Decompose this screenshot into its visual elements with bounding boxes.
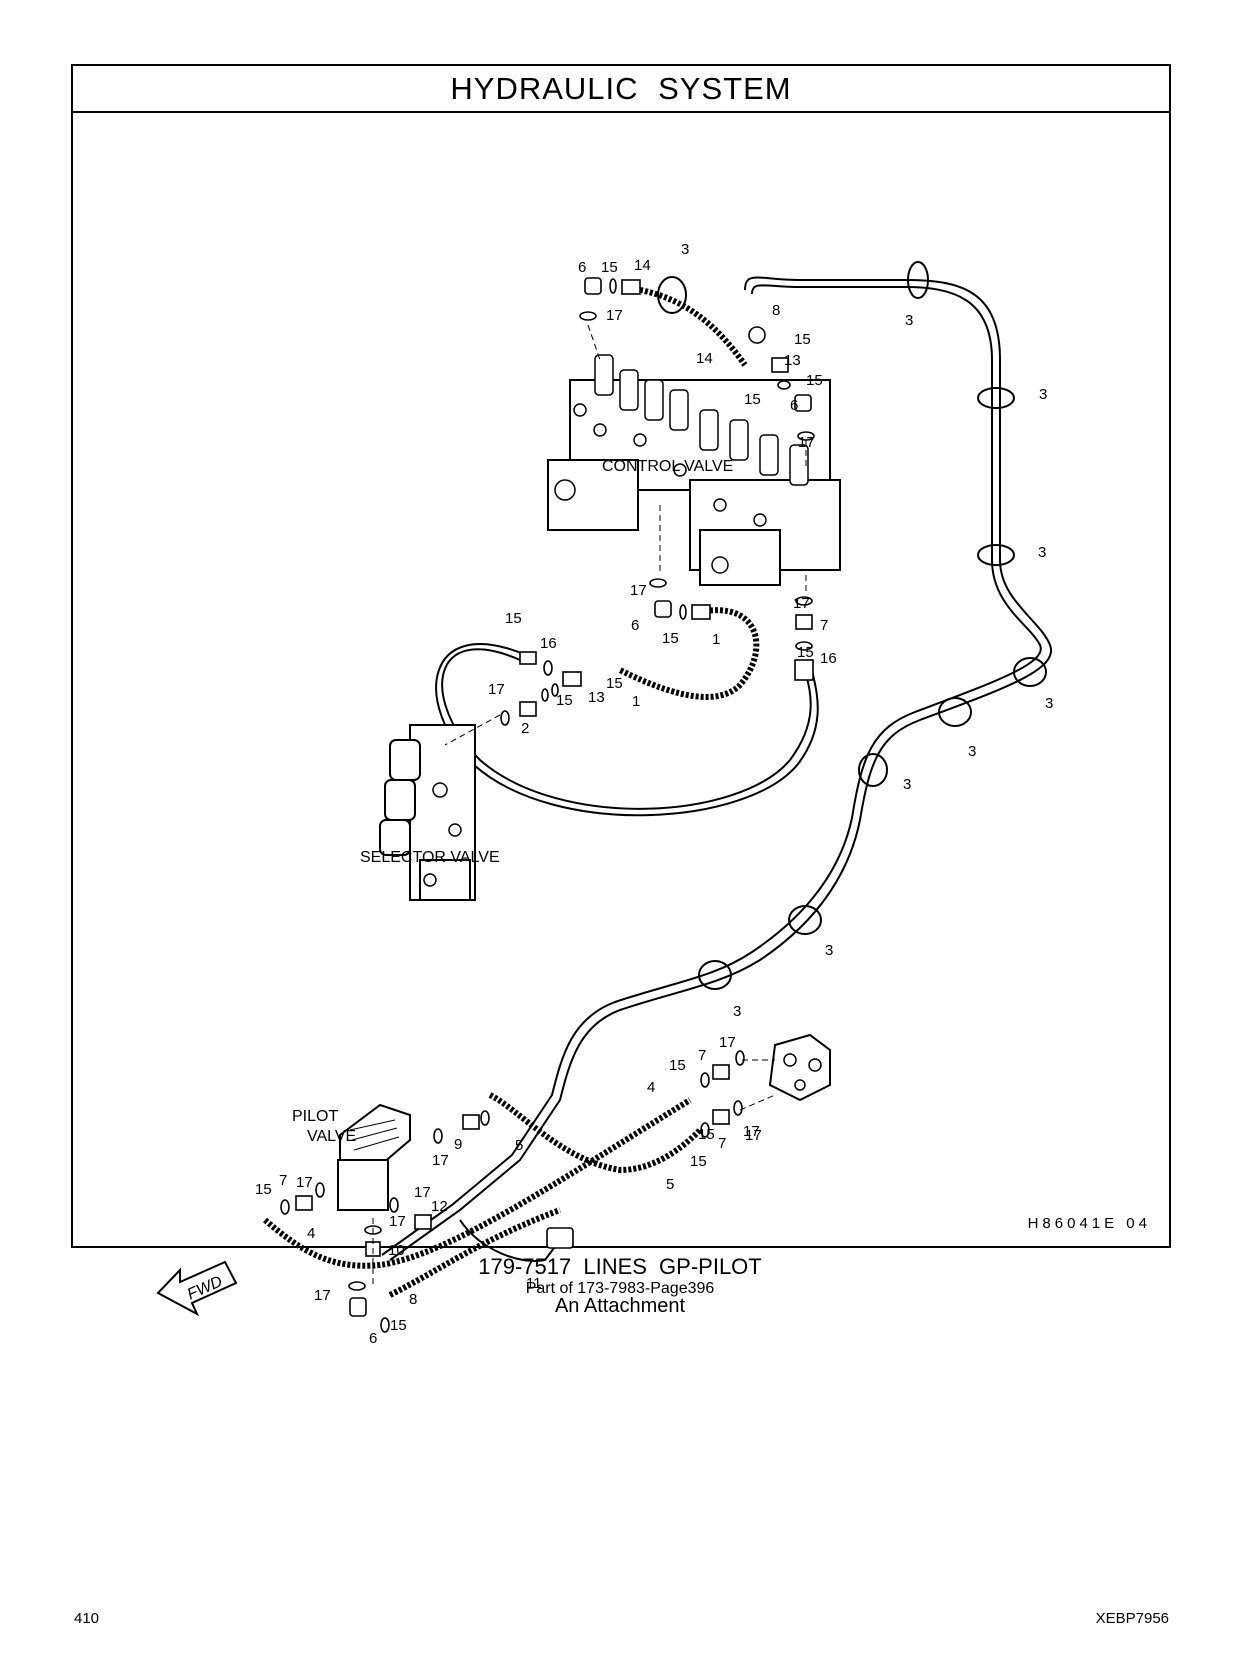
callout-17: 17 — [719, 1034, 736, 1051]
callout-7: 7 — [718, 1135, 726, 1152]
callout-3: 3 — [1045, 695, 1053, 712]
callout-15: 15 — [662, 630, 679, 647]
caption-part-of: Part of 173-7983-Page396 — [525, 1280, 715, 1297]
callout-15: 15 — [505, 610, 522, 627]
callout-3: 3 — [1039, 386, 1047, 403]
callout-3: 3 — [733, 1003, 741, 1020]
figure-frame: HYDRAULIC SYSTEM H86041E 04 — [71, 64, 1171, 1248]
drawing-code: H86041E 04 — [1027, 1215, 1151, 1232]
callout-13: 13 — [784, 352, 801, 369]
callout-17: 17 — [414, 1184, 431, 1201]
callout-14: 14 — [634, 257, 651, 274]
callout-8: 8 — [409, 1291, 417, 1308]
callout-5: 5 — [515, 1137, 523, 1154]
callout-17: 17 — [488, 681, 505, 698]
callout-8: 8 — [772, 302, 780, 319]
main-tube — [381, 276, 1053, 1261]
leader-lines — [372, 324, 807, 1285]
callout-15: 15 — [556, 692, 573, 709]
pilot-valve-label-1: PILOT — [292, 1108, 338, 1125]
callout-17: 17 — [606, 307, 623, 324]
control-valve — [547, 354, 841, 586]
callout-6: 6 — [631, 617, 639, 634]
hose-11 — [459, 1219, 561, 1262]
callout-3: 3 — [1038, 544, 1046, 561]
hose-16 — [441, 648, 812, 810]
hose-4 — [263, 1097, 692, 1269]
callout-17: 17 — [745, 1127, 762, 1144]
title-bar: HYDRAULIC SYSTEM — [73, 66, 1169, 113]
callout-15: 15 — [690, 1153, 707, 1170]
callout-17: 17 — [314, 1287, 331, 1304]
callout-9: 9 — [454, 1136, 462, 1153]
callout-6: 6 — [790, 397, 798, 414]
page-title: HYDRAULIC SYSTEM — [450, 70, 792, 106]
callout-3: 3 — [681, 241, 689, 258]
callout-17: 17 — [798, 434, 815, 451]
callout-11: 11 — [526, 1275, 542, 1292]
hose-8 — [388, 1207, 562, 1298]
control-valve-label: CONTROL VALVE — [602, 458, 733, 475]
callout-17: 17 — [296, 1174, 313, 1191]
callout-16: 16 — [820, 650, 837, 667]
callout-17: 17 — [432, 1152, 449, 1169]
callout-15: 15 — [601, 259, 618, 276]
callout-13: 13 — [588, 689, 605, 706]
clamps — [657, 261, 1047, 990]
part-number-title: 179-7517 LINES GP-PILOT — [478, 1254, 762, 1279]
callout-3: 3 — [903, 776, 911, 793]
callout-15: 15 — [806, 372, 823, 389]
callout-15: 15 — [744, 391, 761, 408]
caption-attachment: An Attachment — [554, 1295, 686, 1317]
callout-6: 6 — [578, 259, 586, 276]
callout-3: 3 — [825, 942, 833, 959]
callout-14: 14 — [696, 350, 713, 367]
callout-3: 3 — [968, 743, 976, 760]
page-number: 410 — [74, 1610, 100, 1627]
callout-15: 15 — [794, 331, 811, 348]
callout-12: 12 — [431, 1198, 448, 1215]
callout-5: 5 — [666, 1176, 674, 1193]
caption-title: 179-7517 LINES GP-PILOT — [0, 1254, 1240, 1280]
callout-15: 15 — [698, 1126, 715, 1143]
callout-15: 15 — [606, 675, 623, 692]
document-id: XEBP7956 — [1095, 1610, 1169, 1627]
hose-1 — [618, 607, 760, 700]
callout-15: 15 — [669, 1057, 686, 1074]
callout-17: 17 — [793, 595, 810, 612]
callout-4: 4 — [307, 1225, 315, 1242]
callout-17: 17 — [389, 1213, 406, 1230]
callout-1: 1 — [632, 693, 640, 710]
hose-14 — [639, 287, 748, 367]
fittings — [280, 277, 815, 1333]
shuttle-valve — [768, 1033, 831, 1102]
callout-10: 10 — [388, 1242, 405, 1259]
callout-16: 16 — [540, 635, 557, 652]
callout-4: 4 — [647, 1079, 655, 1096]
callout-7: 7 — [820, 617, 828, 634]
selector-valve — [379, 724, 476, 901]
selector-valve-label: SELECTOR VALVE — [360, 849, 500, 866]
callout-15: 15 — [255, 1181, 272, 1198]
callout-3: 3 — [905, 312, 913, 329]
callout-1: 1 — [712, 631, 720, 648]
callout-17: 17 — [743, 1123, 760, 1140]
pilot-valve — [337, 1103, 411, 1211]
callout-7: 7 — [698, 1047, 706, 1064]
callout-2: 2 — [521, 720, 529, 737]
callout-15: 15 — [390, 1317, 407, 1334]
pilot-valve-label-2: VALVE — [307, 1128, 356, 1145]
hose-5 — [488, 1092, 703, 1174]
callout-15: 15 — [797, 644, 814, 661]
callout-17: 17 — [630, 582, 647, 599]
callout-6: 6 — [369, 1330, 377, 1347]
callout-7: 7 — [279, 1172, 287, 1189]
